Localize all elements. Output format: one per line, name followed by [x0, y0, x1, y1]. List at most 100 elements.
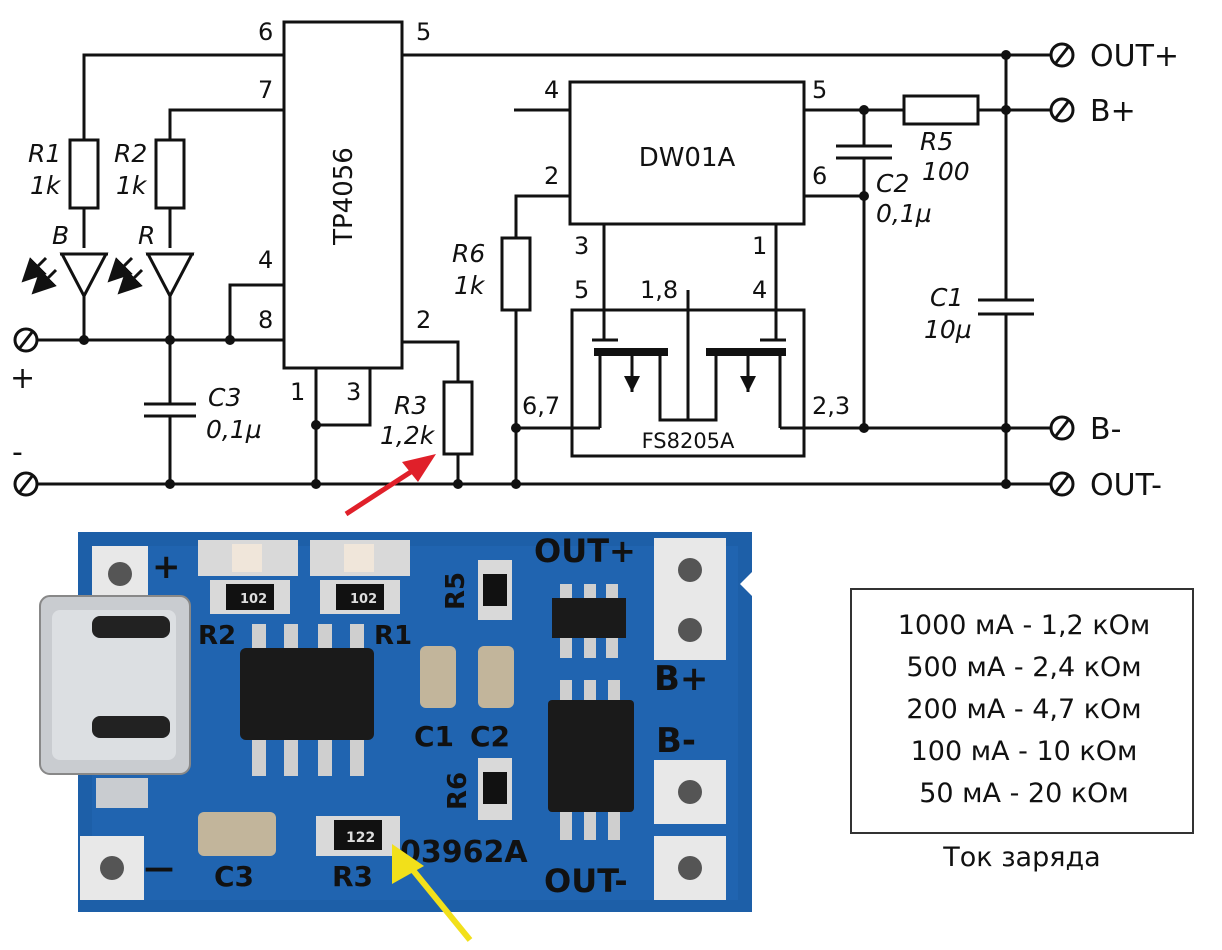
dw01a-chip — [568, 80, 806, 226]
wire-dw-pin2-r6 — [514, 194, 570, 238]
fs8205a-pin-67: 6,7 — [522, 392, 560, 420]
silk-out-minus: OUT- — [544, 862, 628, 900]
dw01a-pin-1: 1 — [752, 232, 767, 260]
r5-name: R5 — [920, 127, 953, 156]
r2-value: 1k — [116, 171, 148, 200]
terminal-b-plus-slash — [1053, 100, 1071, 120]
tp4056-pin-7: 7 — [258, 76, 273, 104]
usb-connector — [39, 595, 191, 808]
dw01a-ic — [552, 584, 626, 658]
led-r-ray1 — [107, 256, 134, 283]
led-r-ray2 — [117, 268, 144, 295]
fs8205a-pin-5: 5 — [574, 276, 589, 304]
charge-row-50: 50 мА - 20 кОм — [919, 778, 1129, 809]
r3-name: R3 — [394, 391, 427, 420]
led-pair — [198, 540, 410, 576]
led-b-triangle — [59, 252, 109, 300]
charge-row-500: 500 мА - 2,4 кОм — [906, 652, 1142, 683]
wire-pin2-r3 — [402, 340, 460, 382]
schematic: TP4056 6 7 5 4 8 2 1 3 R1 1k B R2 1k — [10, 18, 1179, 503]
silk-c2: C2 — [470, 720, 510, 753]
c1-name: C1 — [930, 283, 963, 312]
tp4056-pin-1: 1 — [290, 378, 305, 406]
fs8205a-pin-4: 4 — [752, 276, 767, 304]
silk-plus: + — [152, 547, 181, 587]
r6-body — [500, 236, 532, 312]
terminal-out-plus-slash — [1053, 45, 1071, 65]
r3-value: 1,2k — [380, 421, 436, 450]
silk-b-minus: B- — [656, 721, 696, 761]
r3-marking: 122 — [346, 830, 375, 846]
mosfet1-drain — [658, 356, 688, 422]
r1-body — [68, 138, 100, 210]
c3-value: 0,1µ — [206, 415, 262, 444]
terminal-in-plus-slash — [17, 330, 35, 350]
c2-name: C2 — [876, 169, 909, 198]
smd-passives: 122 — [198, 560, 514, 856]
terminal-in-minus-slash — [17, 474, 35, 494]
mosfet1-channel — [594, 348, 668, 356]
silk-c3: C3 — [214, 860, 254, 893]
dw01a-pin-6: 6 — [812, 162, 827, 190]
terminal-b-minus-slash — [1053, 418, 1071, 438]
mosfet2-arrow — [740, 376, 756, 392]
fs8205a-pin-18: 1,8 — [640, 276, 678, 304]
r5-value: 100 — [922, 157, 970, 186]
mosfet2-channel — [706, 348, 786, 356]
fs8205a-ic — [548, 680, 634, 840]
fs8205a-label: FS8205A — [642, 429, 735, 453]
led-b-label: B — [52, 221, 69, 250]
silk-c1: C1 — [414, 720, 454, 753]
terminal-out-minus-slash — [1053, 474, 1071, 494]
charge-current-table: 1000 мА - 1,2 кОм 500 мА - 2,4 кОм 200 м… — [850, 588, 1194, 834]
dw01a-pin-3: 3 — [574, 232, 589, 260]
silk-r6: R6 — [443, 772, 473, 810]
dw01a-pin-5: 5 — [812, 76, 827, 104]
tp4056-chip — [282, 20, 404, 370]
terminal-b-plus — [1049, 97, 1075, 123]
tp4056-pin-3: 3 — [346, 378, 361, 406]
tp4056-ic — [240, 624, 374, 776]
silk-r2: R2 — [198, 621, 236, 651]
charge-row-100: 100 мА - 10 кОм — [910, 736, 1138, 767]
r1-value: 1k — [30, 171, 62, 200]
terminal-in-plus-label: + — [10, 361, 35, 396]
charge-row-1000: 1000 мА - 1,2 кОм — [897, 610, 1151, 641]
r2-body — [154, 138, 186, 210]
silk-r1: R1 — [374, 621, 412, 651]
wire-pin7-r2 — [168, 108, 284, 140]
smd-r1-r2: 102 102 — [210, 580, 400, 614]
silk-code: 03962A — [400, 835, 528, 870]
fs8205a-pin-23: 2,3 — [812, 392, 850, 420]
c2-value: 0,1µ — [876, 199, 932, 228]
wire-pin6-r1 — [82, 53, 284, 140]
terminal-b-minus-label: B- — [1090, 412, 1121, 447]
dw01a-label: DW01A — [639, 143, 736, 173]
silk-out-plus: OUT+ — [534, 532, 636, 570]
terminal-in-minus — [13, 471, 39, 497]
wire-pin4-pin8 — [228, 283, 284, 342]
silk-minus: — — [144, 851, 174, 886]
tp4056-pin-8: 8 — [258, 306, 273, 334]
mosfet2-drain — [688, 356, 718, 422]
led-marking-left: 102 — [240, 592, 267, 607]
terminal-out-plus — [1049, 42, 1075, 68]
led-r-triangle — [145, 252, 195, 300]
tp4056-label: TP4056 — [329, 147, 359, 246]
terminal-b-minus — [1049, 415, 1075, 441]
charge-row-200: 200 мА - 4,7 кОм — [906, 694, 1142, 725]
yellow-arrow — [392, 844, 473, 942]
r1-name: R1 — [28, 139, 61, 168]
terminal-out-plus-label: OUT+ — [1090, 39, 1179, 74]
led-b-ray2 — [31, 268, 58, 295]
charge-table-caption: Ток заряда — [943, 842, 1101, 873]
wire-pin3 — [316, 368, 372, 427]
dw01a-pin-2: 2 — [544, 162, 559, 190]
r5-body — [902, 94, 980, 126]
r3-body — [442, 380, 474, 456]
dw01a-pin-4: 4 — [544, 76, 559, 104]
tp4056-pin-4: 4 — [258, 246, 273, 274]
silk-r5: R5 — [441, 572, 471, 610]
terminal-b-plus-label: B+ — [1090, 94, 1136, 129]
